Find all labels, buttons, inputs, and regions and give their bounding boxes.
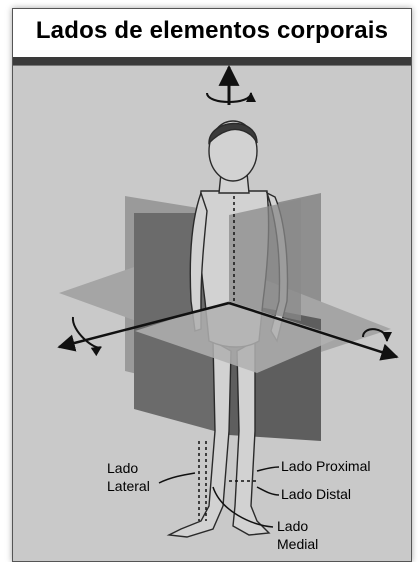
label-lado-lateral-2: Lateral [107,478,150,494]
sagittal-plane-front [229,199,301,321]
vertical-axis-rotation-icon [207,67,251,105]
anatomy-diagram: Lado Lateral Lado Proximal Lado Distal L… [13,9,411,561]
label-lado-distal: Lado Distal [281,486,351,502]
label-lado-proximal: Lado Proximal [281,458,371,474]
label-lado-medial-1: Lado [277,518,308,534]
label-lado-medial-2: Medial [277,536,318,552]
label-lado-lateral-1: Lado [107,460,138,476]
figure-frame: Lados de elementos corporais [12,8,412,562]
